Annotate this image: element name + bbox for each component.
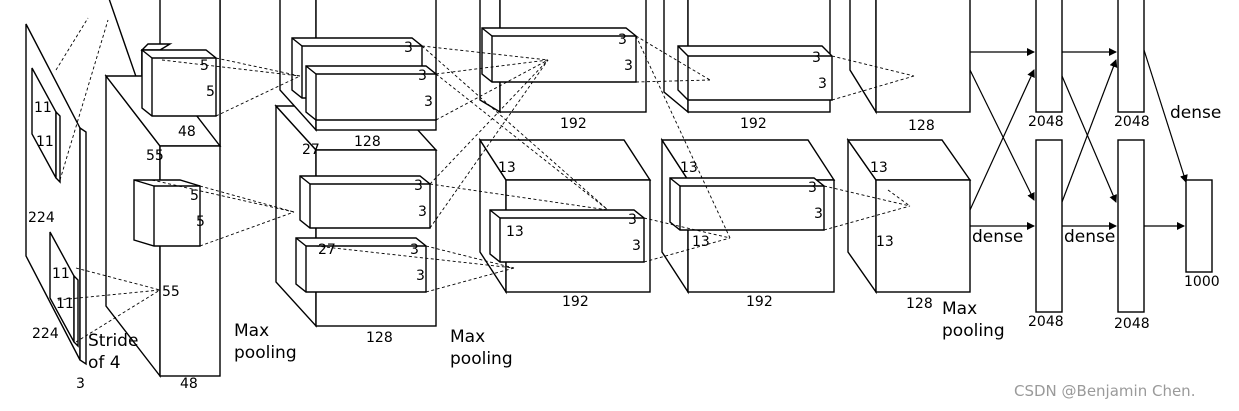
conv1-kernel-label: 5 [190,188,199,204]
conv4-kernel-label: 3 [808,180,817,196]
output-layer [1185,179,1213,273]
fc2-bottom [1117,139,1145,313]
conv5-depth-label: 128 [906,296,933,312]
dense-label: dense [972,227,1023,247]
conv4-depth-label: 192 [740,116,767,132]
pool3-label: pooling [942,321,1005,341]
fc2-size-label: 2048 [1114,114,1150,130]
conv3-top-block [479,0,647,114]
dashed-connectors [55,17,915,343]
labels: 11 11 224 11 11 224 3 Stride of 4 5 5 48… [28,32,1221,400]
conv3-kernel-label: 3 [624,58,633,74]
conv1-depth-label: 48 [178,124,196,140]
conv2-kernel-label: 3 [424,94,433,110]
conv3-kernel-label: 3 [618,32,627,48]
conv4-kernel-label: 3 [812,50,821,66]
conv2-kernels [291,37,437,293]
conv4-kernel-label: 3 [818,76,827,92]
conv5-spatial-label: 13 [876,234,894,250]
conv3-spatial-label: 13 [498,160,516,176]
conv5-spatial-label: 13 [870,160,888,176]
conv3-depth-label: 192 [562,294,589,310]
conv4-kernel-label: 3 [814,206,823,222]
input-kernel-label: 11 [36,134,54,150]
conv2-kernel-label: 3 [418,204,427,220]
fc-arrows [969,48,1188,230]
conv1-kernel-label: 5 [206,84,215,100]
conv4-depth-label: 192 [746,294,773,310]
conv2-depth-label: 128 [354,134,381,150]
input-layer [25,23,87,366]
fc1-top [1035,0,1063,113]
conv5-top-block [849,0,971,115]
conv2-kernel-label: 3 [404,40,413,56]
fc1-size-label: 2048 [1028,314,1064,330]
conv1-kernel-label: 5 [196,214,205,230]
conv5-depth-label: 128 [908,118,935,134]
conv5-bottom-block [846,137,972,295]
conv2-spatial-label: 27 [302,142,320,158]
fc2-size-label: 2048 [1114,316,1150,332]
pool1-label: Max [234,321,269,341]
input-kernel-label: 11 [34,100,52,116]
conv4-top-block [663,0,833,114]
fc2-top [1117,0,1145,113]
conv1-kernel-label: 5 [200,58,209,74]
conv1-spatial-label: 55 [146,148,164,164]
fc1-size-label: 2048 [1028,114,1064,130]
conv1-depth-label: 48 [180,376,198,392]
conv4-spatial-label: 13 [680,160,698,176]
fc1-bottom [1035,139,1063,313]
conv2-kernel-label: 3 [410,242,419,258]
output-size-label: 1000 [1184,274,1220,290]
conv3-spatial-label: 13 [506,224,524,240]
conv2-depth-label: 128 [366,330,393,346]
conv4-bottom-block [660,137,836,295]
stride-label: Stride [88,331,138,351]
input-size-label: 224 [28,210,55,226]
pool2-label: Max [450,327,485,347]
conv4-spatial-label: 13 [692,234,710,250]
conv1-spatial-label: 55 [162,284,180,300]
dense-label: dense [1064,227,1115,247]
input-kernel-label: 11 [52,266,70,282]
input-depth-label: 3 [76,376,85,392]
conv2-kernel-label: 3 [416,268,425,284]
watermark: CSDN @Benjamin Chen. [1014,382,1195,400]
dense-label: dense [1170,103,1221,123]
input-size-label: 224 [32,326,59,342]
pool3-label: Max [942,299,977,319]
stride-label: of 4 [88,353,121,373]
pool1-label: pooling [234,343,297,363]
conv2-kernel-label: 3 [418,68,427,84]
conv3-depth-label: 192 [560,116,587,132]
input-kernel-label: 11 [56,296,74,312]
conv2-kernel-label: 3 [414,178,423,194]
pool2-label: pooling [450,349,513,369]
conv2-spatial-label: 27 [318,242,336,258]
conv3-kernel-label: 3 [632,238,641,254]
conv3-kernel-label: 3 [628,212,637,228]
